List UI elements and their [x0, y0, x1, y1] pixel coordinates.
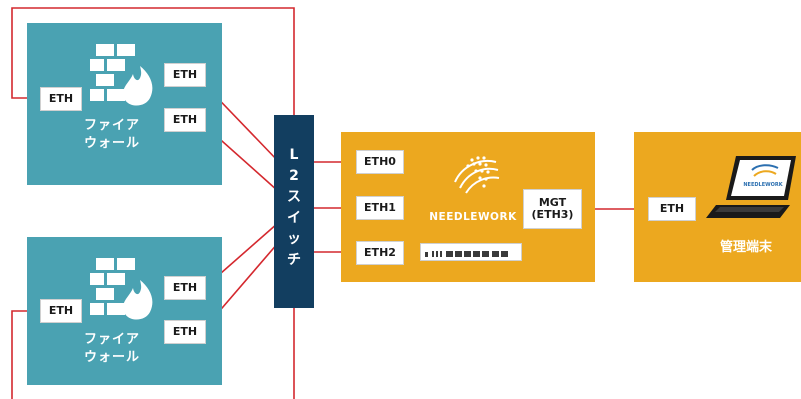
needlework-brand: NEEDLEWORK [429, 211, 517, 223]
nw-eth1-port: ETH1 [356, 196, 404, 220]
mgmt-eth-port: ETH [648, 197, 696, 221]
nw-eth2-port: ETH2 [356, 241, 404, 265]
fw-bottom-label-line1: ファイア [83, 332, 140, 347]
switch-char: チ [287, 252, 301, 268]
switch-char: 2 [289, 168, 299, 184]
fw-top-port-a: ETH [164, 63, 206, 87]
fw-bottom-left-port: ETH [40, 299, 82, 323]
fw-top-label: ファイア ウォール [72, 117, 152, 153]
appliance-device [420, 243, 522, 261]
l2-switch [274, 115, 314, 308]
fw-bottom-port-a: ETH [164, 276, 206, 300]
fw-bottom-label-line2: ウォール [83, 350, 140, 365]
fw-top-port-b: ETH [164, 108, 206, 132]
link-fw-top-eth-to-switch-top [11, 7, 295, 115]
fw-bottom-label: ファイア ウォール [72, 331, 152, 367]
laptop-screen-text: NEEDLEWORK [743, 182, 783, 188]
switch-label: L 2 ス イ ッ チ [274, 145, 314, 271]
mgt-line1: MGT [538, 196, 567, 209]
switch-char: ッ [287, 231, 301, 247]
mgt-line2: (ETH3) [531, 208, 574, 221]
management-label: 管理端末 [720, 240, 773, 255]
nw-mgt-port: MGT (ETH3) [523, 189, 582, 229]
nw-eth0-port: ETH0 [356, 150, 404, 174]
fw-top-left-port: ETH [40, 87, 82, 111]
fw-top-label-line1: ファイア [83, 118, 140, 133]
fw-bottom-port-b: ETH [164, 320, 206, 344]
switch-char: イ [287, 210, 301, 226]
switch-char: L [289, 147, 299, 163]
appliance-ports-icon [425, 251, 508, 257]
switch-char: ス [287, 189, 301, 205]
fw-top-label-line2: ウォール [83, 136, 140, 151]
